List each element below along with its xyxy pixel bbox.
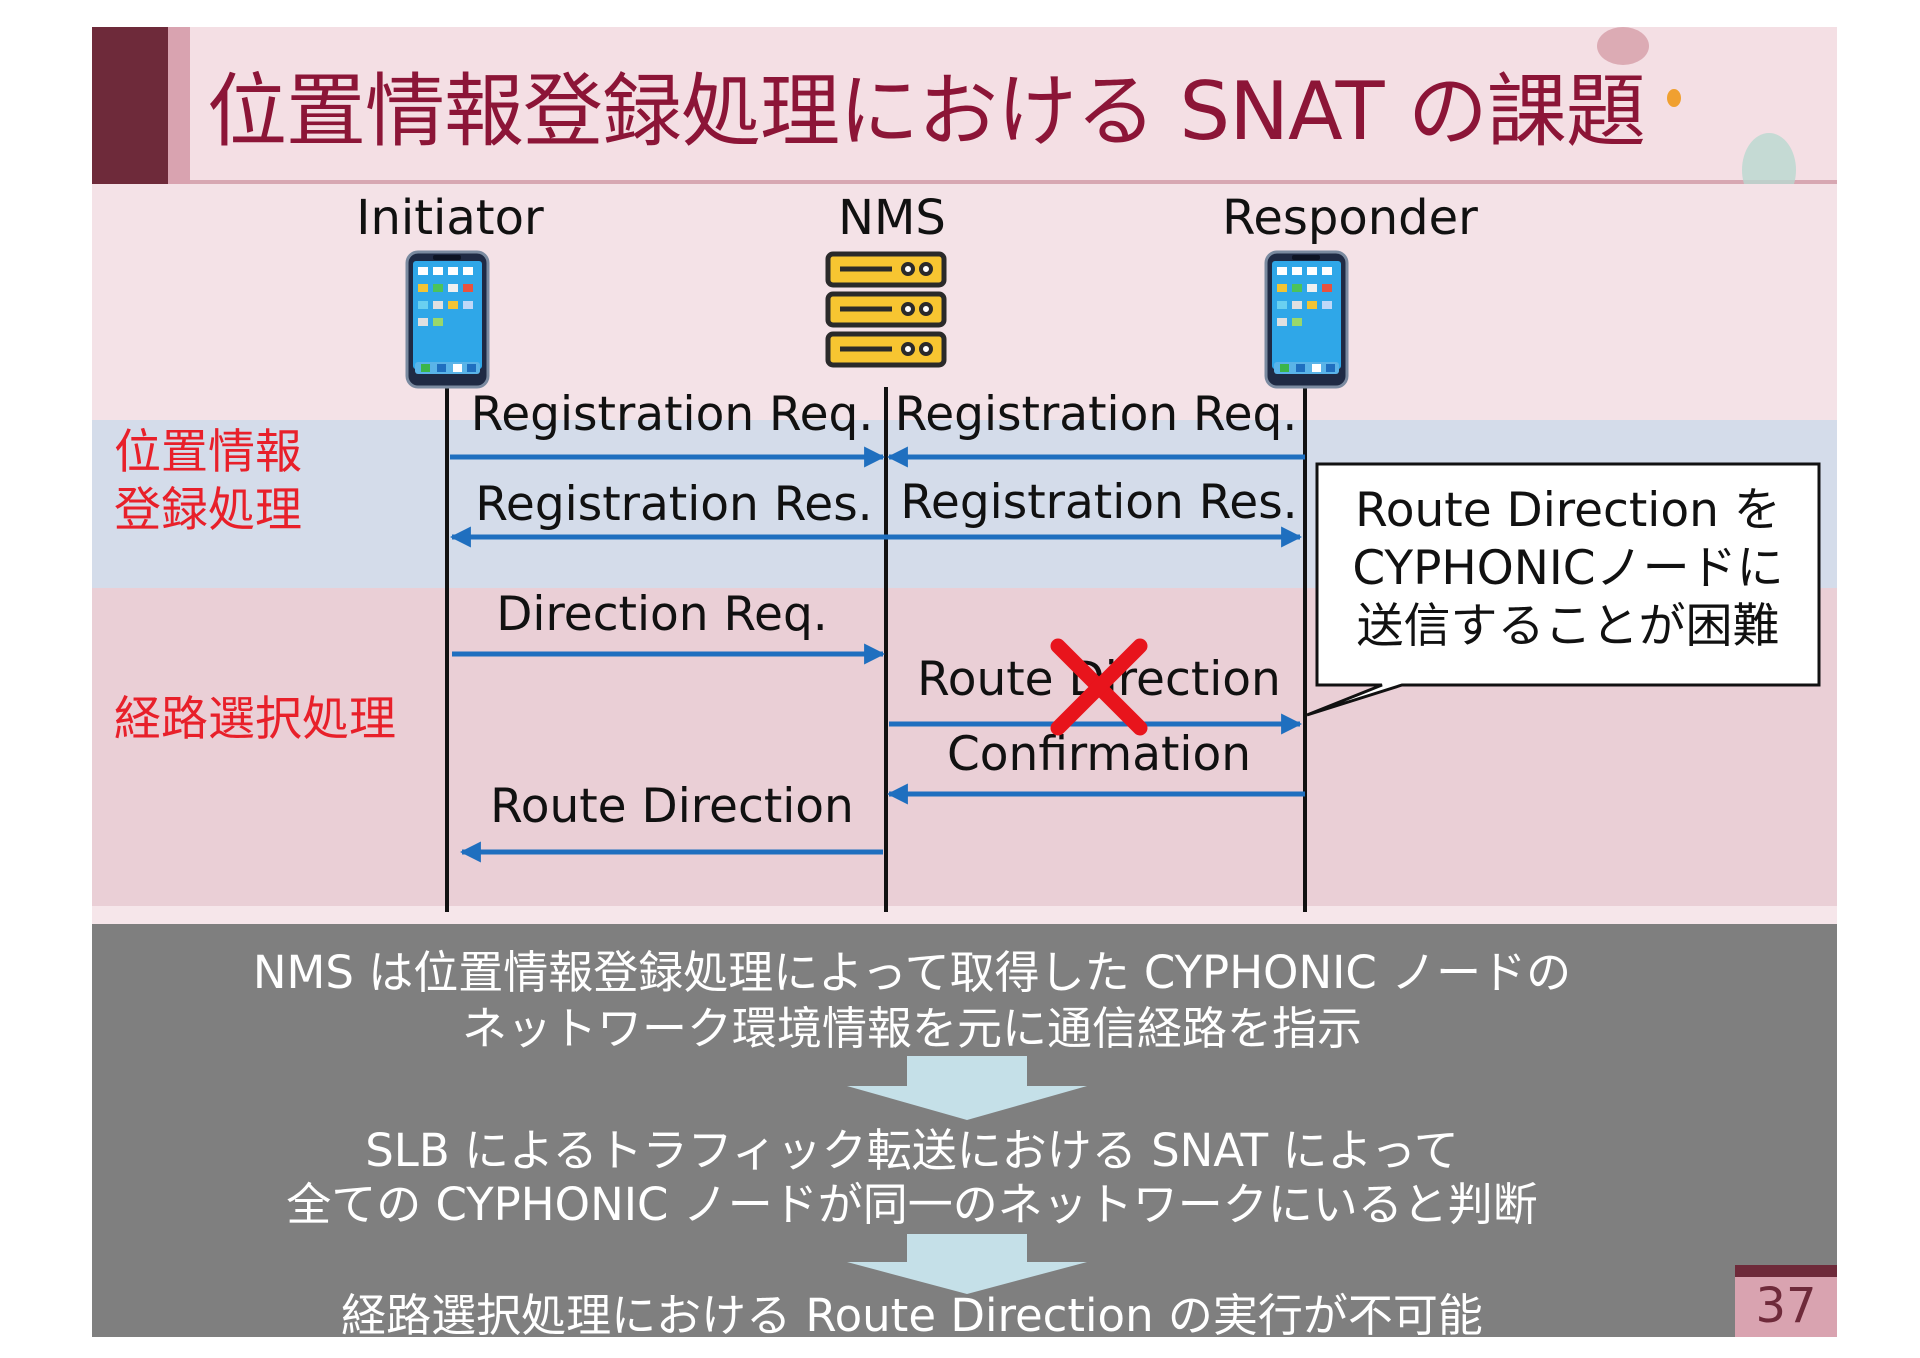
band-gap [92,906,1837,924]
label-confirmation: Confirmation [946,727,1252,782]
callout-line: 送信することが困難 [1356,599,1780,654]
summary-line-1: NMS は位置情報登録処理によって取得した CYPHONIC ノードの [252,946,1572,999]
callout-line: CYPHONICノードに [1352,541,1784,596]
header-band [92,184,1837,420]
label-reg-req-left: Registration Req. [470,387,874,442]
summary-line-5: 経路選択処理における Route Direction の実行が不可能 [341,1289,1483,1337]
server-icon [825,251,947,368]
section-label-registration: 位置情報 登録処理 [114,424,302,540]
title-accent-light [168,27,190,184]
sequence-diagram [405,250,1821,912]
decorative-circle [1667,89,1681,107]
summary-line-2: ネットワーク環境情報を元に通信経路を指示 [461,1002,1362,1055]
entity-responder: Responder [1222,190,1478,246]
smartphone-icon [405,250,490,389]
title-bar [92,27,1837,184]
label-reg-res-left: Registration Res. [475,477,873,532]
label-direction-req: Direction Req. [496,587,828,642]
summary-line-4: 全ての CYPHONIC ノードが同一のネットワークにいると判断 [286,1178,1538,1231]
fail-cross-icon [1050,638,1148,736]
page-number-text: 37 [1755,1278,1817,1334]
decorative-circle [1597,27,1649,65]
callout-bubble [1306,462,1821,717]
title-accent [92,27,168,184]
slide: 位置情報登録処理における SNAT の課題 位置情報 登録処理 経路選択処理 I… [92,27,1837,1337]
entity-nms: NMS [838,190,946,246]
page-title: 位置情報登録処理における SNAT の課題 [207,65,1646,158]
summary-panel: NMS は位置情報登録処理によって取得した CYPHONIC ノードの ネットワ… [92,924,1837,1337]
title-underline [190,180,1837,186]
callout: Route Direction を CYPHONICノードに 送信することが困難 [1317,464,1819,685]
label-reg-res-right: Registration Res. [900,475,1298,530]
page-number: 37 [1735,1265,1837,1337]
label-reg-req-right: Registration Req. [894,387,1298,442]
callout-text: Route Direction を CYPHONICノードに 送信することが困難 [1317,482,1819,656]
down-arrow-icon [847,1234,1087,1294]
section-label-registration-line1: 位置情報 [114,425,302,480]
summary-line-3: SLB によるトラフィック転送における SNAT によって [365,1124,1459,1177]
label-route-direction: Route Direction [490,779,854,834]
callout-line: Route Direction を [1355,483,1781,538]
section-label-registration-line2: 登録処理 [114,483,302,538]
smartphone-icon [1264,250,1349,389]
entity-initiator: Initiator [356,190,544,246]
down-arrow-icon [847,1056,1087,1120]
section-label-route-selection: 経路選択処理 [114,692,396,747]
